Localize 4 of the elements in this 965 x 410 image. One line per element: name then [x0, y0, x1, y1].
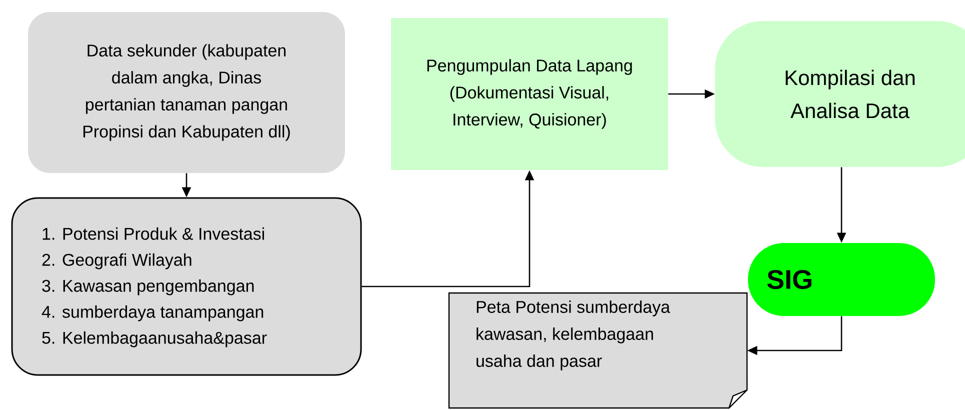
- process-box: Data sekunder (kabupaten dalam angka, Dinas pertanian tanaman pangan Propinsi dan Kabupaten dll): [28, 12, 345, 173]
- process-box: Pengumpulan Data Lapang (Dokumentasi Visual, Interview, Quisioner): [391, 18, 668, 170]
- list-box: 1. Potensi Produk & Investasi 2. Geografi Wilayah 3. Kawasan pengembangan 4. sumberdaya tanampangan 5. Kelembagaanusaha&pasar: [11, 197, 362, 376]
- note-box: Peta Potensi sumberdaya kawasan, kelembagaan usaha dan pasar: [448, 292, 748, 409]
